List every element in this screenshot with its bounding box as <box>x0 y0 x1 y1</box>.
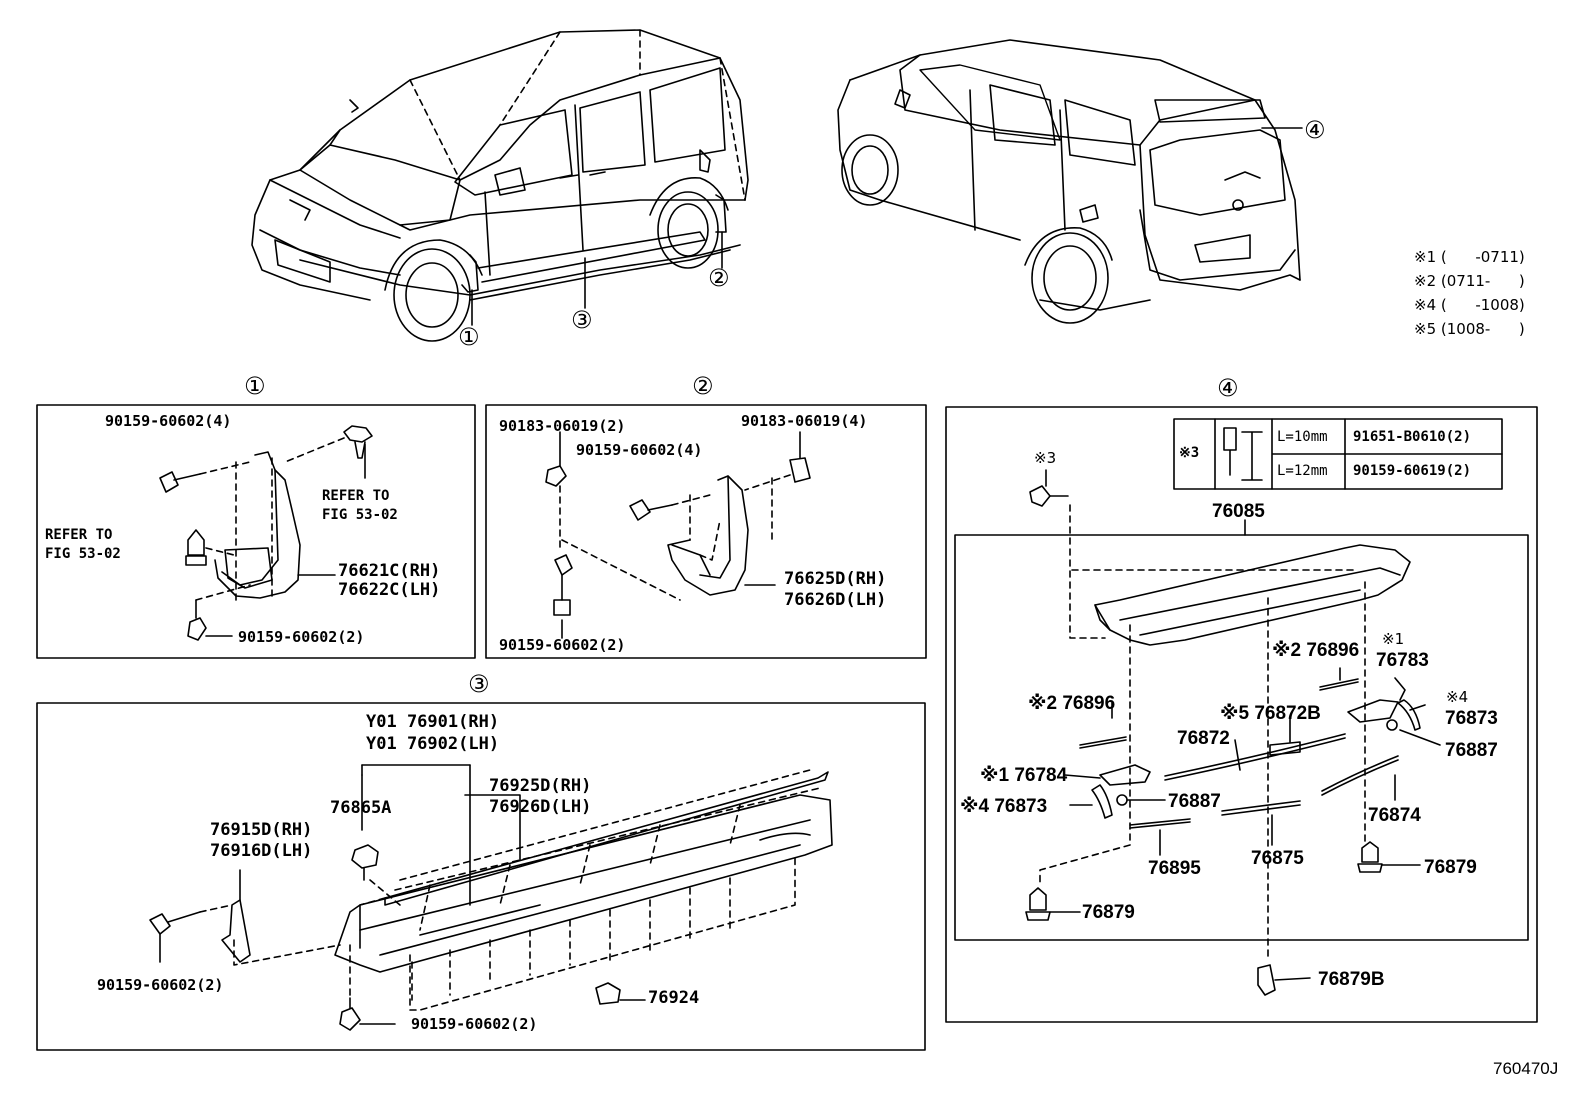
part-label-91651-B0610[interactable]: 91651-B0610(2) <box>1353 429 1472 445</box>
part-label-76625D[interactable]: 76625D(RH) <box>784 569 887 589</box>
part-label-90159-60602-4[interactable]: 90159-60602(4) <box>576 441 703 459</box>
part-label-76925D[interactable]: 76925D(RH) <box>489 776 592 796</box>
variant-mark-4: ※4 <box>1446 688 1469 706</box>
part-label-76783[interactable]: 76783 <box>1376 650 1429 671</box>
van-front-illustration <box>251 29 749 342</box>
part-label-76621C[interactable]: 76621C(RH) <box>338 561 441 581</box>
variant-note-2: ※2 (0711- ) <box>1414 272 1525 290</box>
panel1-callout: ① <box>244 372 266 400</box>
van-rear-illustration <box>837 39 1303 324</box>
variant-note-5: ※5 (1008- ) <box>1414 320 1525 338</box>
refer-fig-label: REFER TO <box>45 527 113 543</box>
fastener-length-10: L=10mm <box>1277 429 1328 445</box>
part-label-76896[interactable]: ※2 76896 <box>1028 693 1116 714</box>
part-label-76902[interactable]: Y01 76902(LH) <box>366 734 500 754</box>
part-label-76875[interactable]: 76875 <box>1251 848 1304 869</box>
part-label-76916D[interactable]: 76916D(LH) <box>210 841 313 861</box>
part-label-76873[interactable]: 76873 <box>1445 708 1498 729</box>
panel2-frame <box>485 404 927 659</box>
variant-note-4: ※4 ( -1008) <box>1414 296 1525 314</box>
part-label-90159-60602-2[interactable]: 90159-60602(2) <box>411 1015 538 1033</box>
panel3-art <box>149 764 833 1031</box>
part-label-76874[interactable]: 76874 <box>1368 805 1421 826</box>
vehicle-callout-1[interactable]: ① <box>458 323 480 351</box>
panel1-art <box>159 425 373 641</box>
panel3-callout: ③ <box>468 670 490 698</box>
part-label-76626D[interactable]: 76626D(LH) <box>784 590 887 610</box>
panel2-art <box>545 431 811 639</box>
part-label-76926D[interactable]: 76926D(LH) <box>489 797 592 817</box>
variant-mark-1: ※1 <box>1382 630 1405 648</box>
screw-mark-label: ※3 <box>1034 449 1057 467</box>
part-label-76872B[interactable]: ※5 76872B <box>1220 703 1321 724</box>
part-label-90183-06019-2[interactable]: 90183-06019(2) <box>499 417 626 435</box>
panel4-art <box>1025 418 1503 996</box>
panel4-inner-frame <box>954 534 1529 941</box>
panel4-callout: ④ <box>1217 374 1239 402</box>
part-label-76915D[interactable]: 76915D(RH) <box>210 820 313 840</box>
part-label-76887[interactable]: 76887 <box>1445 740 1498 761</box>
part-label-90159-60602-2[interactable]: 90159-60602(2) <box>238 628 365 646</box>
panel1-frame <box>36 404 476 659</box>
vehicle-callout-4[interactable]: ④ <box>1304 116 1326 144</box>
part-label-76896[interactable]: ※2 76896 <box>1272 640 1360 661</box>
part-label-90183-06019-4[interactable]: 90183-06019(4) <box>741 412 868 430</box>
part-label-76784[interactable]: ※1 76784 <box>980 765 1068 786</box>
part-label-76879[interactable]: 76879 <box>1082 902 1135 923</box>
part-label-90159-60602-4[interactable]: 90159-60602(4) <box>105 412 232 430</box>
part-label-76887[interactable]: 76887 <box>1168 791 1221 812</box>
part-label-76865A[interactable]: 76865A <box>330 798 392 818</box>
part-label-76895[interactable]: 76895 <box>1148 858 1201 879</box>
part-label-76879B[interactable]: 76879B <box>1318 969 1385 990</box>
refer-fig-label[interactable]: FIG 53-02 <box>45 546 121 562</box>
figure-id: 760470J <box>1493 1059 1559 1078</box>
fastener-length-12: L=12mm <box>1277 463 1328 479</box>
part-label-90159-60602-2[interactable]: 90159-60602(2) <box>97 976 224 994</box>
part-label-76085[interactable]: 76085 <box>1212 501 1265 522</box>
vehicle-callout-2[interactable]: ② <box>708 264 730 292</box>
part-label-90159-60602-2[interactable]: 90159-60602(2) <box>499 636 626 654</box>
part-label-76873[interactable]: ※4 76873 <box>960 796 1048 817</box>
refer-fig-label[interactable]: FIG 53-02 <box>322 507 398 523</box>
panel4-frame <box>945 406 1538 1023</box>
part-label-76622C[interactable]: 76622C(LH) <box>338 580 441 600</box>
fastener-table-mark: ※3 <box>1179 445 1200 461</box>
part-label-76924[interactable]: 76924 <box>648 988 700 1008</box>
refer-fig-label: REFER TO <box>322 488 390 504</box>
part-label-76872[interactable]: 76872 <box>1177 728 1230 749</box>
vehicle-callout-3[interactable]: ③ <box>571 306 593 334</box>
part-label-90159-60619[interactable]: 90159-60619(2) <box>1353 463 1472 479</box>
variant-note-1: ※1 ( -0711) <box>1414 248 1525 266</box>
panel2-callout: ② <box>692 372 714 400</box>
part-label-76879[interactable]: 76879 <box>1424 857 1477 878</box>
part-label-76901[interactable]: Y01 76901(RH) <box>366 712 500 732</box>
panel3-frame <box>36 702 926 1051</box>
